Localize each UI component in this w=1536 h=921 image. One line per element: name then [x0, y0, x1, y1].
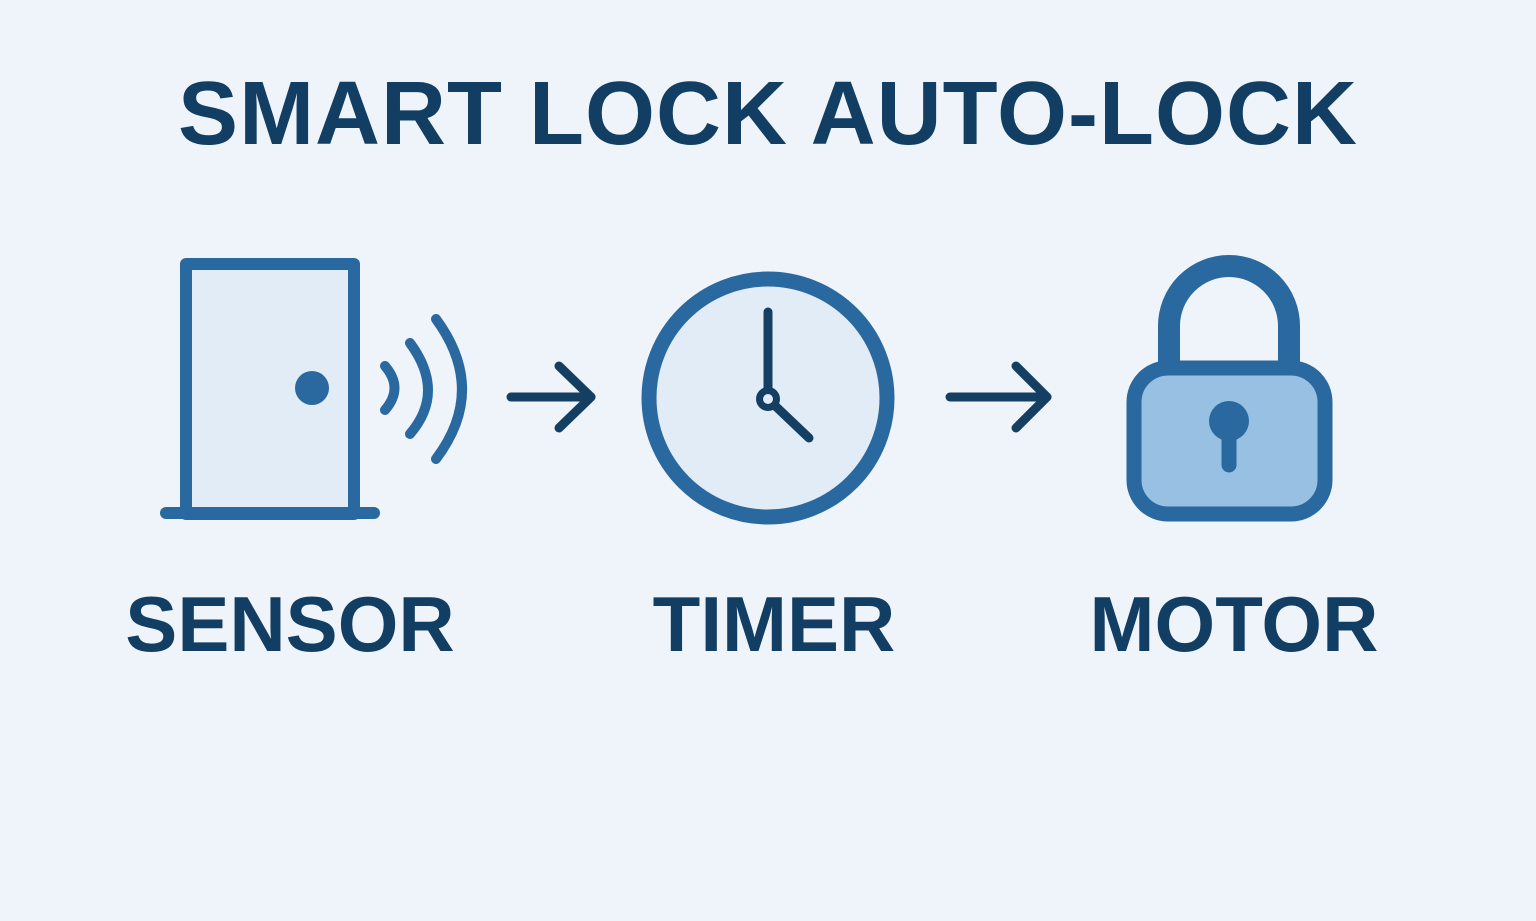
step-label-timer: TIMER	[652, 580, 896, 668]
step-label-sensor: SENSOR	[125, 580, 455, 668]
door-sensor-icon	[160, 258, 467, 520]
step-label-motor: MOTOR	[1089, 580, 1379, 668]
clock-icon	[641, 271, 895, 525]
arrow-right-icon	[506, 361, 596, 433]
arrow-right-icon	[945, 361, 1052, 433]
padlock-icon	[1126, 255, 1333, 522]
diagram-title: SMART LOCK AUTO-LOCK	[178, 64, 1358, 164]
